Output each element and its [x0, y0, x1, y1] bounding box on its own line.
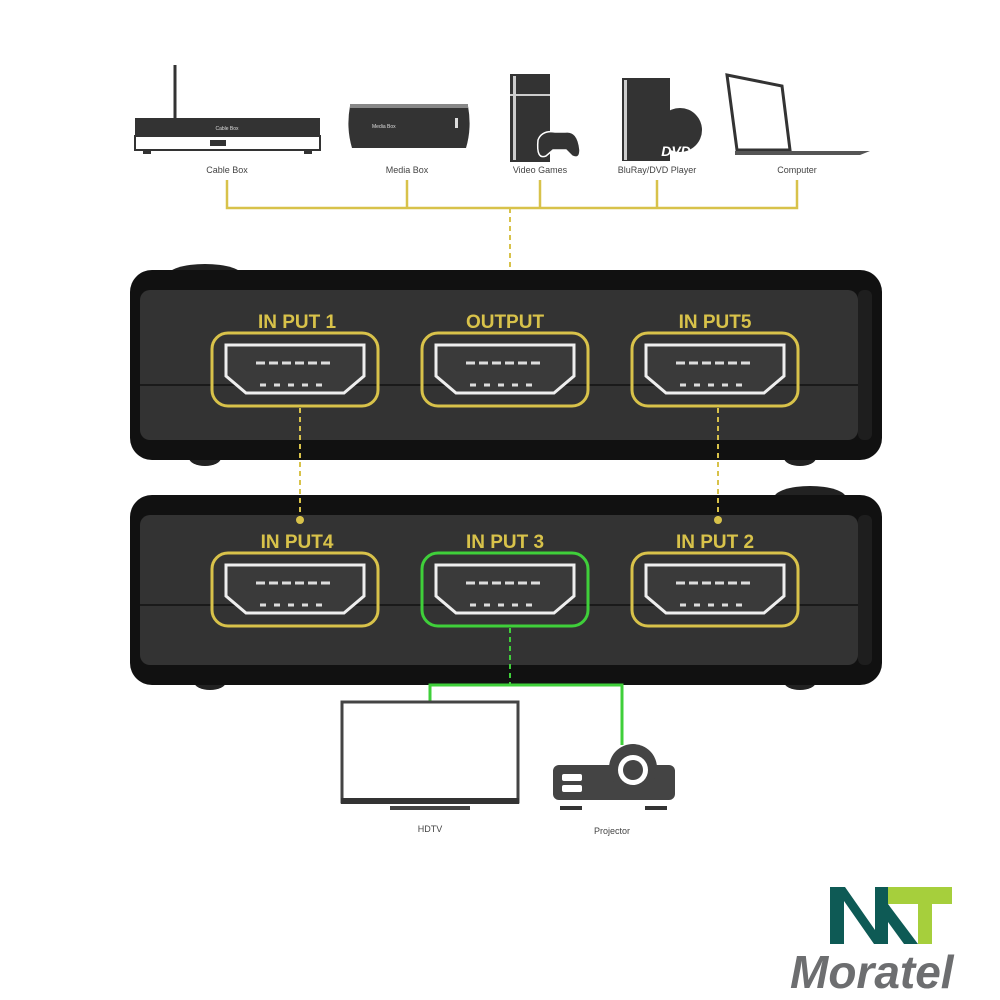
port-label-input-4: IN PUT4 [261, 532, 334, 553]
input2-connector-dot [714, 516, 722, 524]
tv-icon [340, 700, 520, 810]
port-label-input-2: IN PUT 2 [676, 532, 754, 553]
output-label-hdtv: HDTV [418, 824, 443, 834]
media-box-screen-text: Media Box [372, 124, 396, 130]
projector-icon [553, 744, 675, 810]
dvd-player-icon: DVD [622, 78, 702, 161]
moratel-logo: Moratel [790, 887, 955, 998]
source-label-video-games: Video Games [513, 165, 568, 175]
source-label-dvd-player: BluRay/DVD Player [618, 165, 697, 175]
game-console-icon [510, 74, 581, 162]
logo-text: Moratel [790, 946, 955, 998]
port-label-output: OUTPUT [466, 312, 545, 333]
hdmi-port-input-1 [210, 331, 380, 408]
input4-connector-dot [296, 516, 304, 524]
port-label-input-3: IN PUT 3 [466, 532, 544, 553]
source-label-cable-box: Cable Box [206, 165, 248, 175]
media-box-icon: Media Box [348, 104, 470, 148]
source-bus-line [225, 180, 799, 210]
port-label-input-5: IN PUT5 [679, 312, 752, 333]
hdmi-port-input-5 [630, 331, 800, 408]
laptop-icon [725, 73, 870, 155]
display-bus-line [428, 683, 624, 745]
output-label-projector: Projector [594, 826, 630, 836]
hdmi-port-output [420, 331, 590, 408]
hdmi-port-input-2 [630, 551, 800, 628]
hdmi-port-input-4 [210, 551, 380, 628]
cable-box-screen-text: Cable Box [215, 126, 239, 132]
cable-box-icon: Cable Box [134, 65, 321, 154]
port-label-input-1: IN PUT 1 [258, 312, 337, 333]
hdmi-port-input-3 [420, 551, 590, 628]
dvd-disc-text: DVD [661, 143, 691, 159]
source-label-computer: Computer [777, 165, 817, 175]
source-label-media-box: Media Box [386, 165, 429, 175]
